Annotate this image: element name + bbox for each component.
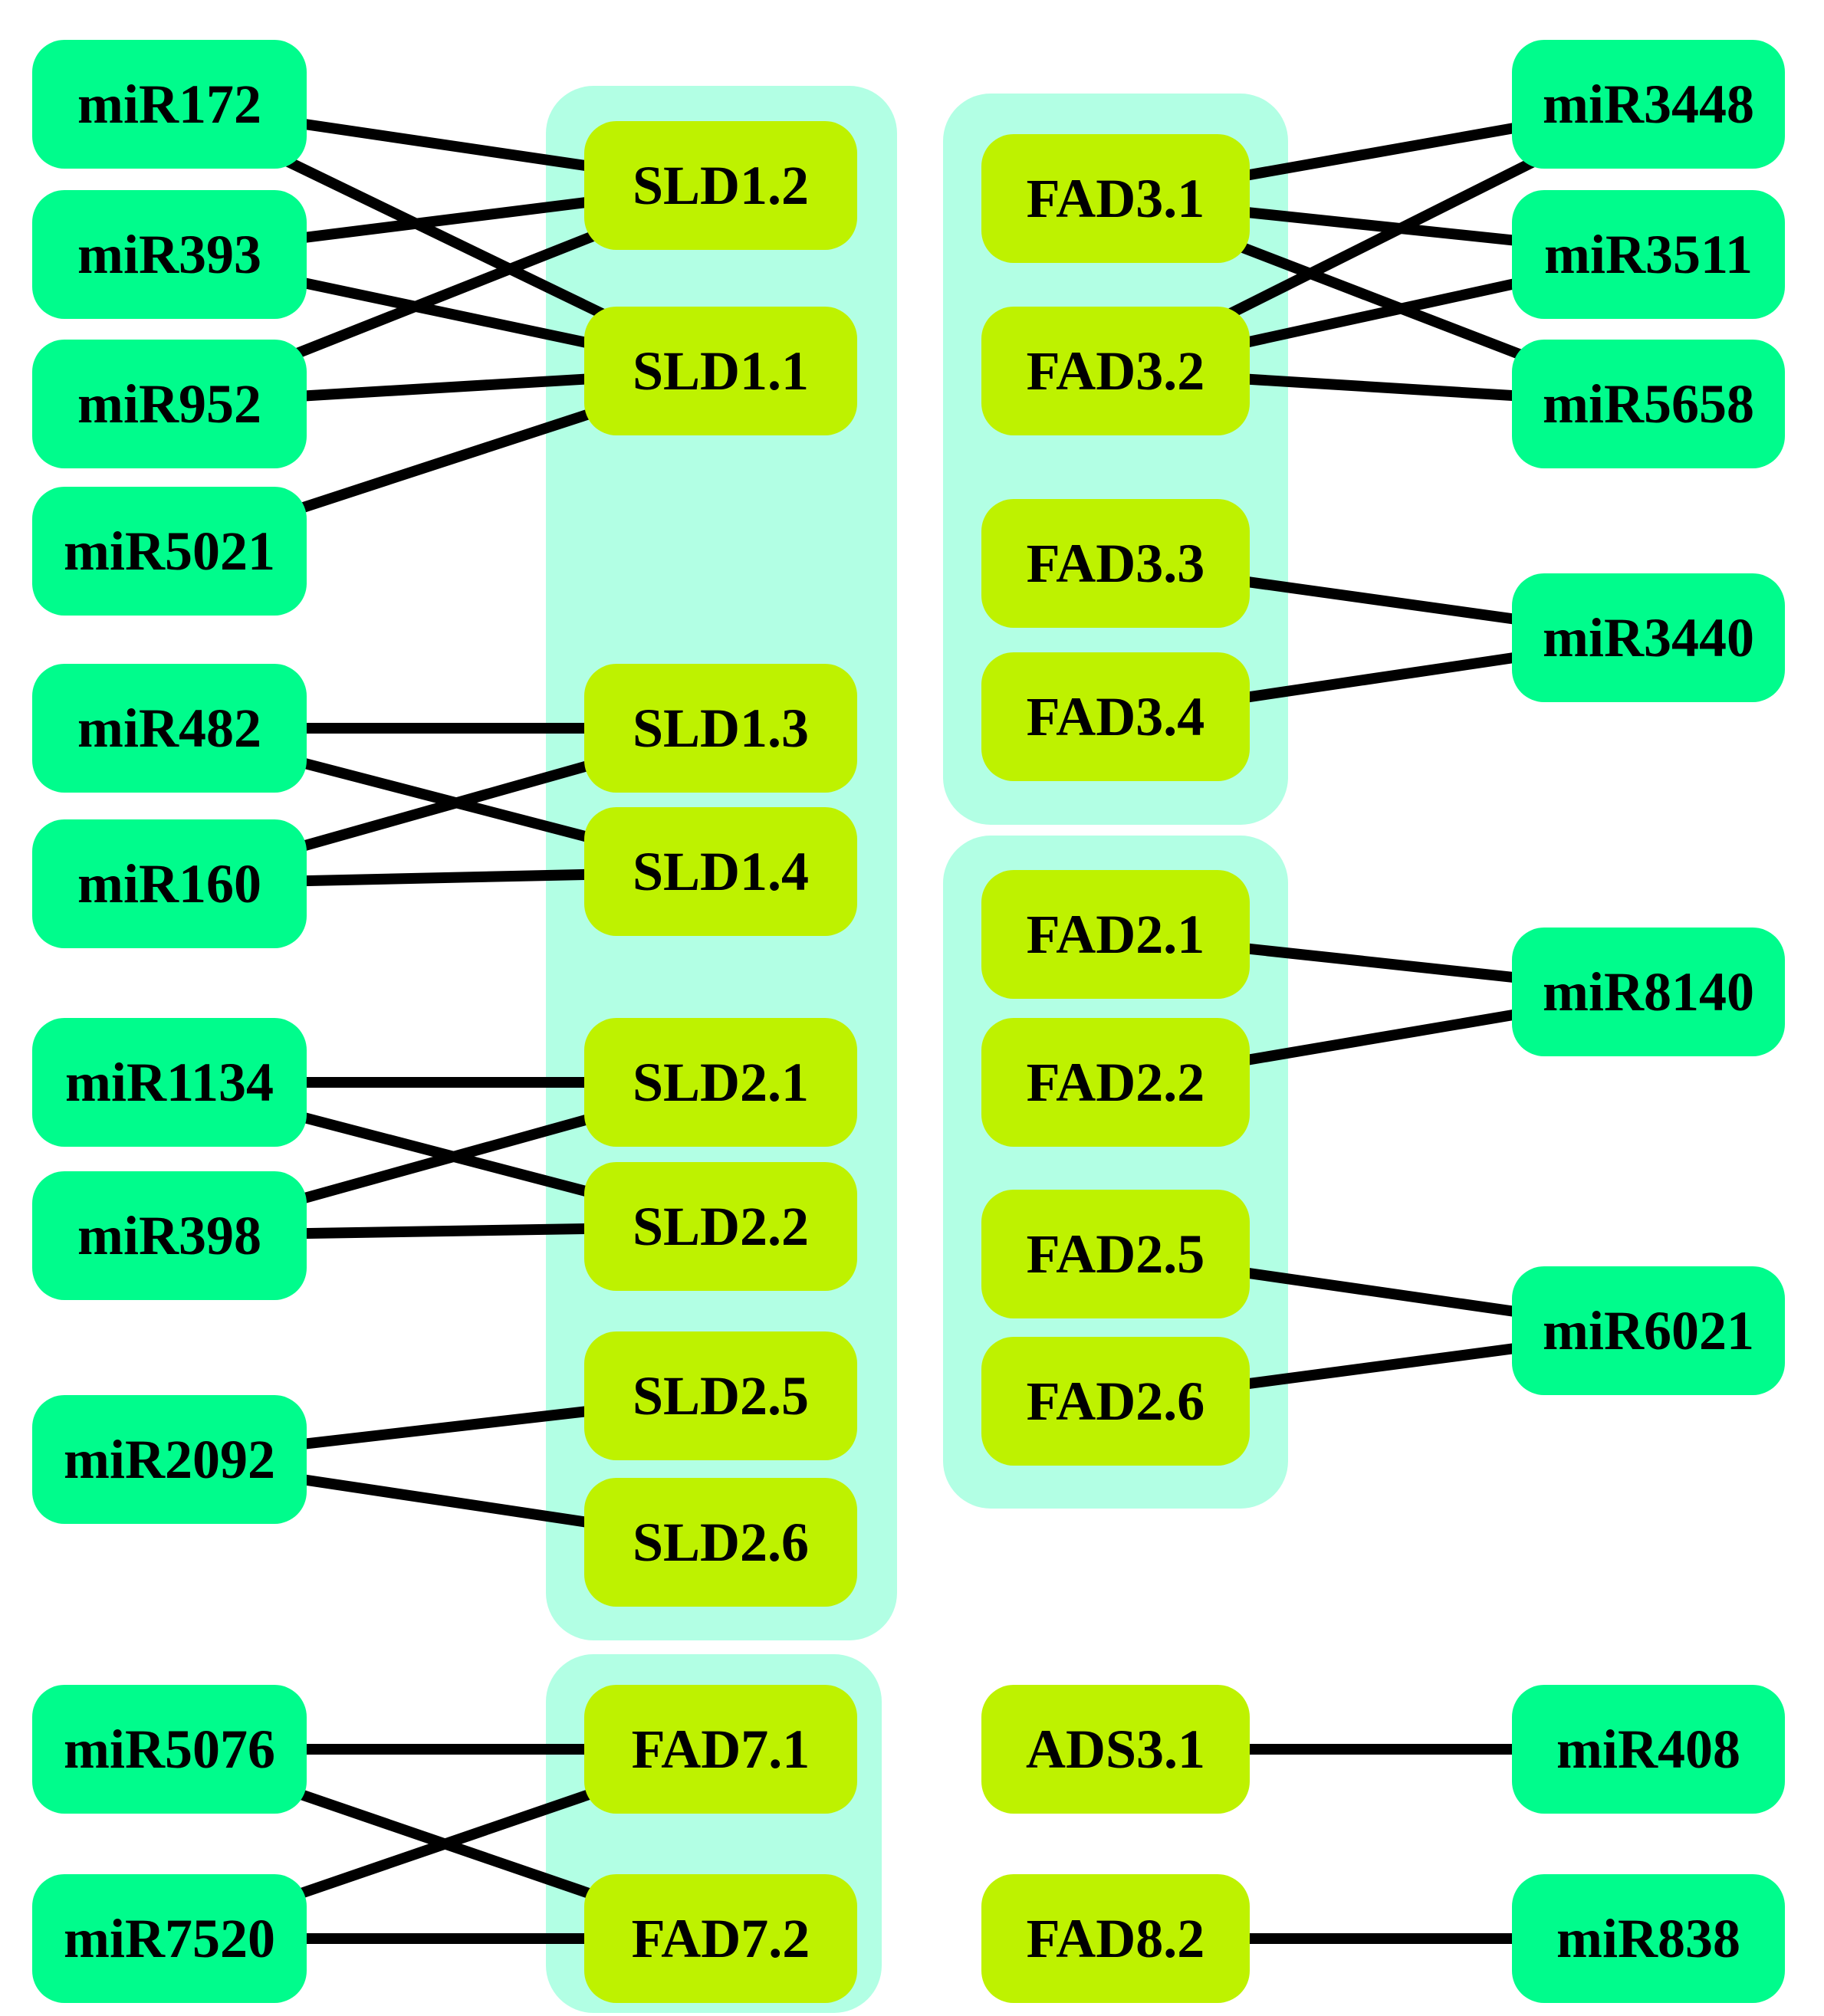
node-label: FAD3.2	[1026, 340, 1205, 402]
node-sld1-3: SLD1.3	[584, 664, 857, 793]
node-label: FAD2.5	[1026, 1223, 1205, 1285]
node-label: SLD2.1	[632, 1052, 810, 1113]
node-mir5658: miR5658	[1512, 340, 1785, 468]
node-label: miR5658	[1543, 373, 1754, 435]
node-label: SLD2.2	[632, 1196, 810, 1257]
node-fad7-1: FAD7.1	[584, 1685, 857, 1814]
node-label: miR3440	[1543, 607, 1754, 668]
node-fad7-2: FAD7.2	[584, 1874, 857, 2003]
node-mir393: miR393	[32, 190, 307, 319]
node-label: ADS3.1	[1025, 1719, 1206, 1780]
node-label: miR952	[77, 373, 261, 435]
node-label: SLD1.2	[632, 155, 810, 216]
node-label: miR1134	[64, 1052, 274, 1113]
node-label: SLD1.1	[632, 340, 810, 402]
node-mir8140: miR8140	[1512, 928, 1785, 1056]
node-label: miR3448	[1543, 74, 1754, 135]
node-sld1-2: SLD1.2	[584, 121, 857, 250]
node-mir5076: miR5076	[32, 1685, 307, 1814]
node-mir3511: miR3511	[1512, 190, 1785, 319]
node-label: miR5076	[64, 1719, 275, 1780]
node-label: FAD8.2	[1026, 1908, 1205, 1969]
node-mir2092: miR2092	[32, 1395, 307, 1524]
node-mir952: miR952	[32, 340, 307, 468]
node-label: miR398	[77, 1205, 261, 1266]
node-mir5021: miR5021	[32, 487, 307, 616]
node-label: miR408	[1556, 1719, 1740, 1780]
node-label: miR160	[77, 853, 261, 914]
node-mir482: miR482	[32, 664, 307, 793]
node-fad2-1: FAD2.1	[981, 870, 1250, 999]
node-sld2-1: SLD2.1	[584, 1018, 857, 1147]
node-label: miR482	[77, 698, 261, 759]
node-sld1-1: SLD1.1	[584, 307, 857, 435]
node-ads3-1: ADS3.1	[981, 1685, 1250, 1814]
node-label: miR172	[77, 74, 261, 135]
node-fad8-2: FAD8.2	[981, 1874, 1250, 2003]
node-mir3448: miR3448	[1512, 40, 1785, 169]
node-sld2-5: SLD2.5	[584, 1331, 857, 1460]
node-label: miR2092	[64, 1429, 275, 1490]
node-label: FAD7.2	[631, 1908, 810, 1969]
node-sld2-2: SLD2.2	[584, 1162, 857, 1291]
node-mir838: miR838	[1512, 1874, 1785, 2003]
node-label: FAD2.1	[1026, 904, 1205, 965]
node-label: SLD2.5	[632, 1365, 810, 1427]
node-label: miR3511	[1543, 224, 1753, 285]
node-mir408: miR408	[1512, 1685, 1785, 1814]
node-label: miR7520	[64, 1908, 275, 1969]
node-sld1-4: SLD1.4	[584, 807, 857, 936]
node-mir6021: miR6021	[1512, 1266, 1785, 1395]
node-mir1134: miR1134	[32, 1018, 307, 1147]
node-label: SLD1.3	[632, 698, 810, 759]
node-fad3-2: FAD3.2	[981, 307, 1250, 435]
node-mir3440: miR3440	[1512, 573, 1785, 702]
node-sld2-6: SLD2.6	[584, 1478, 857, 1607]
node-fad3-1: FAD3.1	[981, 134, 1250, 263]
node-label: FAD2.6	[1026, 1371, 1205, 1432]
node-label: SLD1.4	[632, 841, 810, 902]
node-mir160: miR160	[32, 819, 307, 948]
node-fad2-6: FAD2.6	[981, 1337, 1250, 1466]
node-mir398: miR398	[32, 1171, 307, 1300]
node-fad2-5: FAD2.5	[981, 1190, 1250, 1318]
node-label: SLD2.6	[632, 1512, 810, 1573]
node-fad3-3: FAD3.3	[981, 499, 1250, 628]
node-fad2-2: FAD2.2	[981, 1018, 1250, 1147]
node-label: FAD2.2	[1026, 1052, 1205, 1113]
node-label: miR393	[77, 224, 261, 285]
node-mir7520: miR7520	[32, 1874, 307, 2003]
node-label: FAD3.1	[1026, 168, 1205, 229]
node-mir172: miR172	[32, 40, 307, 169]
node-label: FAD3.3	[1026, 533, 1205, 594]
node-label: FAD3.4	[1026, 686, 1205, 747]
node-label: miR5021	[64, 520, 275, 582]
node-fad3-4: FAD3.4	[981, 652, 1250, 781]
node-label: miR8140	[1543, 961, 1754, 1023]
node-label: miR6021	[1543, 1300, 1754, 1361]
node-label: miR838	[1556, 1908, 1740, 1969]
node-label: FAD7.1	[631, 1719, 810, 1780]
